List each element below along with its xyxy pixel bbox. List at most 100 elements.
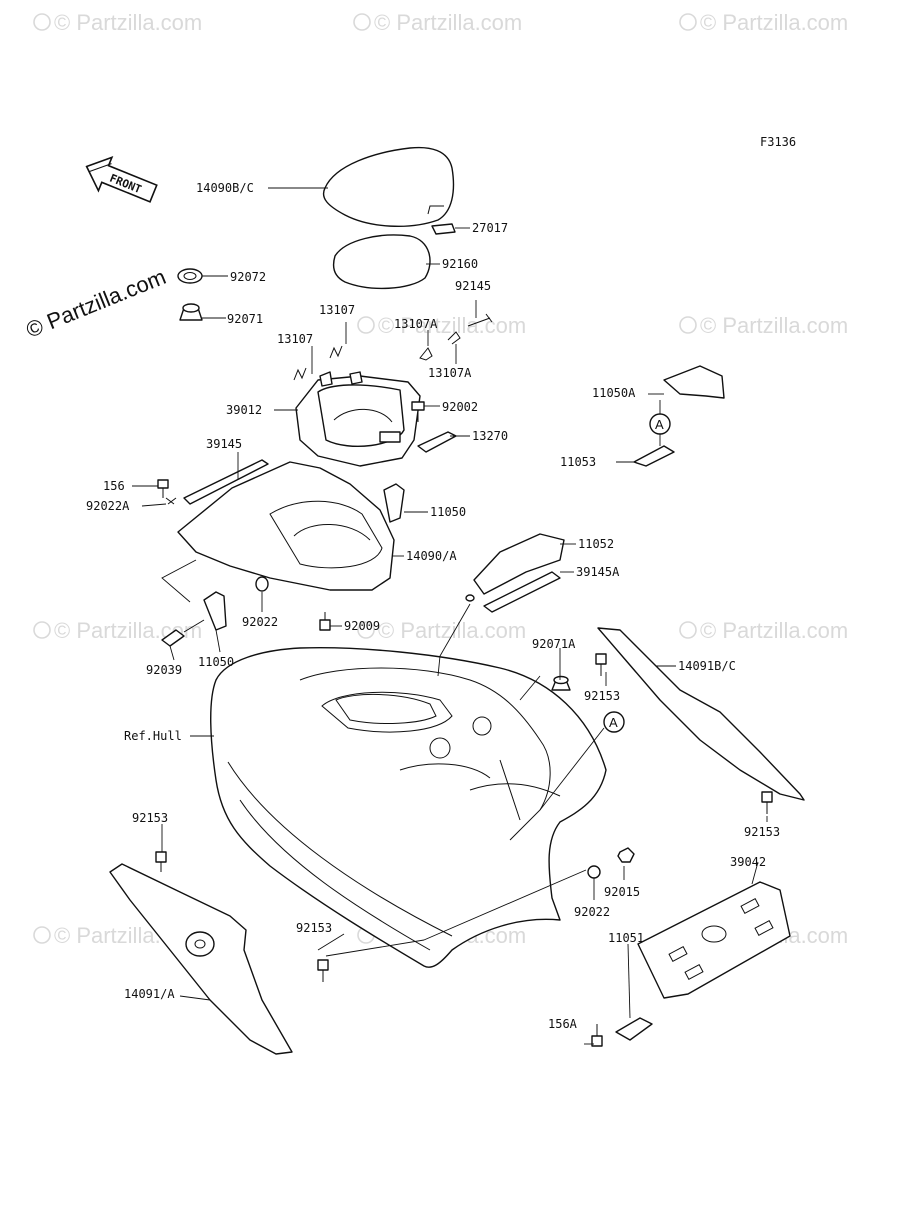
watermark: © Partzilla.com xyxy=(357,313,526,338)
part-label: 14090B/C xyxy=(196,181,254,195)
part-label: 92071A xyxy=(532,637,576,651)
part-label: 156 xyxy=(103,479,125,493)
part-label: 92039 xyxy=(146,663,182,677)
svg-text:© Partzilla.com: © Partzilla.com xyxy=(700,10,848,35)
bolt-92153 xyxy=(761,791,773,814)
tab-27017 xyxy=(431,223,456,235)
part-label: 11051 xyxy=(608,931,644,945)
part-label: 92145 xyxy=(455,279,491,293)
part-label: 92022 xyxy=(242,615,278,629)
part-label: 14091/A xyxy=(124,987,175,1001)
bracket-11050 xyxy=(203,591,227,631)
callout-a: A xyxy=(603,711,625,733)
clip-13107 xyxy=(293,367,307,381)
part-label: 92153 xyxy=(296,921,332,935)
clip-13107 xyxy=(329,345,343,359)
part-label: 92160 xyxy=(442,257,478,271)
front-arrow-icon: FRONT xyxy=(85,155,158,203)
bolt-92009 xyxy=(319,612,331,631)
washer-92022 xyxy=(587,865,601,879)
part-label: 13270 xyxy=(472,429,508,443)
callout-a: A xyxy=(649,413,671,435)
svg-text:© Partzilla.com: © Partzilla.com xyxy=(700,313,848,338)
bin-latch xyxy=(379,431,401,443)
side-cover-14091a xyxy=(109,863,293,1055)
leader-lines xyxy=(132,187,768,1045)
deck-panel-part xyxy=(177,461,395,591)
svg-text:© Partzilla.com: © Partzilla.com xyxy=(374,10,522,35)
part-label: 14091B/C xyxy=(678,659,736,673)
part-label: 92071 xyxy=(227,312,263,326)
bolt-92145 xyxy=(467,313,493,327)
part-label: 92002 xyxy=(442,400,478,414)
hull-part xyxy=(210,647,607,968)
watermark: © Partzilla.com xyxy=(679,10,848,35)
grate-39042 xyxy=(637,881,791,999)
hull-port xyxy=(472,716,492,736)
seat-cover-part xyxy=(322,146,455,228)
part-label: 92015 xyxy=(604,885,640,899)
svg-text:A: A xyxy=(609,715,618,730)
part-label: 39042 xyxy=(730,855,766,869)
grommet-92072 xyxy=(177,268,203,284)
plate-11051 xyxy=(615,1017,653,1041)
watermark: © Partzilla.com xyxy=(679,618,848,643)
grommet-92071 xyxy=(179,303,203,321)
part-label: 11050A xyxy=(592,386,636,400)
bolt-156a xyxy=(591,1024,603,1047)
part-label: 92153 xyxy=(744,825,780,839)
watermark: © Partzilla.com xyxy=(679,313,848,338)
part-label: 39145A xyxy=(576,565,620,579)
part-label: 14090/A xyxy=(406,549,457,563)
part-label: 11050 xyxy=(198,655,234,669)
part-label: 27017 xyxy=(472,221,508,235)
clip-13107a xyxy=(447,331,461,345)
part-label: 11052 xyxy=(578,537,614,551)
hull-port xyxy=(429,737,451,759)
pad-92160 xyxy=(332,234,431,290)
part-label: Ref.Hull xyxy=(124,729,182,743)
part-label: 13107A xyxy=(428,366,472,380)
part-label: 92022 xyxy=(574,905,610,919)
bolt-156 xyxy=(157,479,169,498)
part-label: 13107 xyxy=(319,303,355,317)
bracket-11050 xyxy=(383,483,405,523)
part-label: 13107 xyxy=(277,332,313,346)
plate-13270 xyxy=(417,431,457,453)
part-label: 13107A xyxy=(394,317,438,331)
rivet xyxy=(465,594,475,602)
bolt-92153 xyxy=(317,959,329,982)
svg-text:© Partzilla.com: © Partzilla.com xyxy=(700,618,848,643)
svg-text:A: A xyxy=(655,417,664,432)
bolt-92153 xyxy=(155,851,167,872)
svg-text:© Partzilla.com: © Partzilla.com xyxy=(54,10,202,35)
figure-code: F3136 xyxy=(760,135,796,149)
part-label: 92009 xyxy=(344,619,380,633)
rivet-92039 xyxy=(161,619,205,647)
storage-bin-part xyxy=(295,371,421,467)
side-cover-14091bc xyxy=(597,627,805,801)
nut-92015 xyxy=(617,847,635,863)
copyright-notice: © Partzilla.com xyxy=(23,264,170,343)
part-label: 156A xyxy=(548,1017,578,1031)
watermark: © Partzilla.com xyxy=(357,618,526,643)
part-label: 11053 xyxy=(560,455,596,469)
part-label: 39145 xyxy=(206,437,242,451)
plate-11053 xyxy=(633,445,675,467)
clip-92022a xyxy=(165,497,177,505)
svg-text:© Partzilla.com: © Partzilla.com xyxy=(378,618,526,643)
part-label: 11050 xyxy=(430,505,466,519)
part-label: 92153 xyxy=(584,689,620,703)
part-label: 92072 xyxy=(230,270,266,284)
strip-39145 xyxy=(183,459,269,505)
part-label: 92022A xyxy=(86,499,130,513)
watermark: © Partzilla.com xyxy=(33,10,202,35)
grommet-92071a xyxy=(551,675,571,691)
washer-92022 xyxy=(255,576,269,592)
part-label: 92153 xyxy=(132,811,168,825)
clip-13107a xyxy=(419,347,433,361)
svg-text:© Partzilla.com: © Partzilla.com xyxy=(378,313,526,338)
part-labels: 14090B/C 27017 92160 92072 92145 92071 1… xyxy=(86,181,780,1031)
